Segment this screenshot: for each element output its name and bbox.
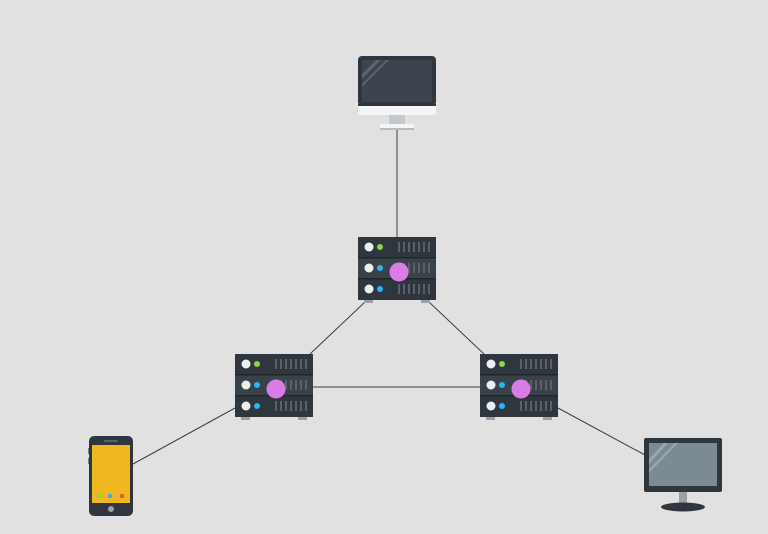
desktop-monitor-icon [358, 56, 436, 130]
server-left-icon [235, 354, 313, 420]
link-server-top-server-right [428, 301, 485, 355]
link-server-right-monitor [557, 407, 646, 456]
smartphone-icon [88, 436, 133, 516]
link-server-left-smartphone [132, 407, 236, 465]
display-monitor-icon [644, 438, 722, 512]
server-right-icon [480, 354, 558, 420]
link-server-top-server-left [309, 301, 366, 355]
server-top-icon [358, 237, 436, 303]
